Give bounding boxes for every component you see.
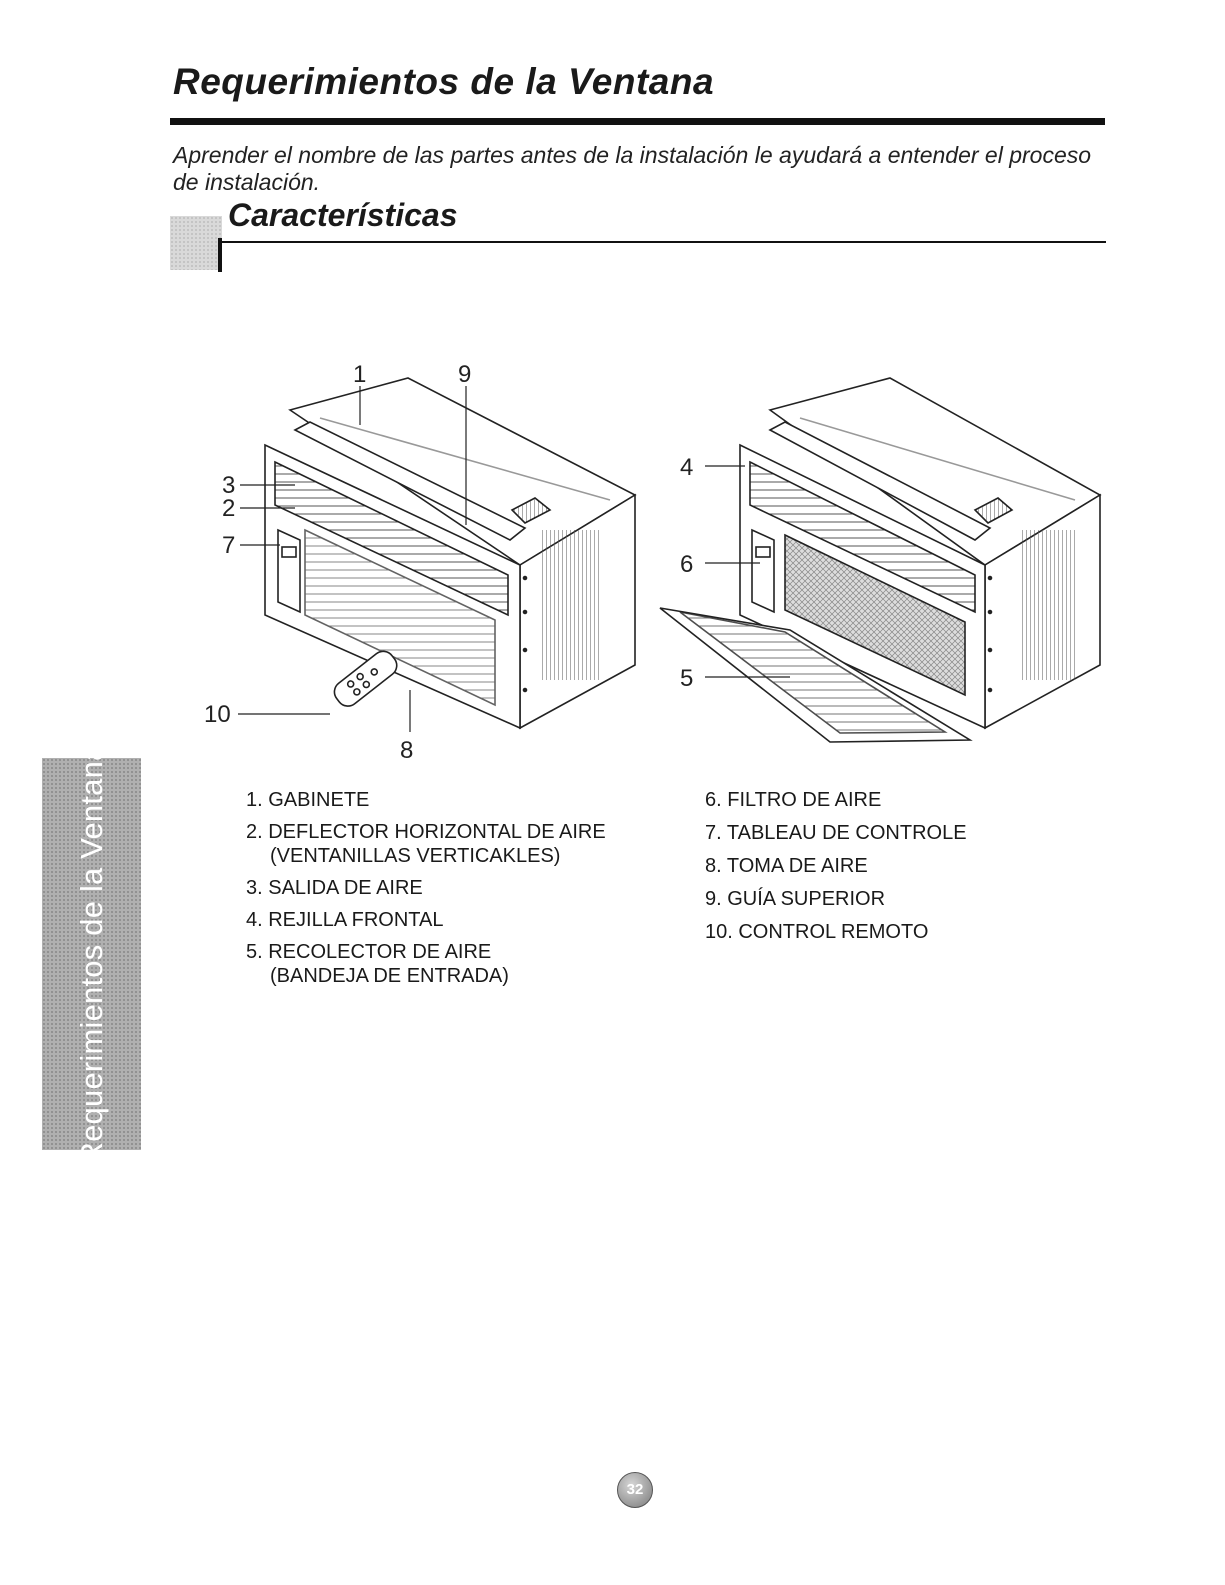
list-item: 8. TOMA DE AIRE	[705, 854, 1085, 878]
list-item: 5. RECOLECTOR DE AIRE(BANDEJA DE ENTRADA…	[246, 940, 676, 988]
part-sublabel: (VENTANILLAS VERTICAKLES)	[270, 845, 561, 867]
leader-lines	[238, 386, 790, 732]
list-item: 3. SALIDA DE AIRE	[246, 876, 676, 900]
callout-1: 1	[353, 361, 366, 388]
list-item: 6. FILTRO DE AIRE	[705, 788, 1085, 812]
part-label: 5. RECOLECTOR DE AIRE	[246, 941, 492, 963]
callout-4: 4	[680, 454, 693, 481]
intro-text: Aprender el nombre de las partes antes d…	[173, 142, 1092, 195]
list-item: 9. GUÍA SUPERIOR	[705, 887, 1085, 911]
list-item: 4. REJILLA FRONTAL	[246, 908, 676, 932]
part-label: 8. TOMA DE AIRE	[705, 855, 868, 877]
callout-10: 10	[204, 701, 231, 728]
section-rule	[218, 241, 1106, 243]
parts-list-right: 6. FILTRO DE AIRE 7. TABLEAU DE CONTROLE…	[705, 788, 1085, 953]
air-conditioner-diagram: 1 9 3 2 7 10 8 4 6 5	[204, 361, 1102, 764]
list-item: 1. GABINETE	[246, 788, 676, 812]
list-item: 2. DEFLECTOR HORIZONTAL DE AIRE(VENTANIL…	[246, 820, 676, 868]
section-marker	[170, 216, 222, 270]
list-item: 7. TABLEAU DE CONTROLE	[705, 821, 1085, 845]
part-label: 6. FILTRO DE AIRE	[705, 789, 882, 811]
part-sublabel: (BANDEJA DE ENTRADA)	[270, 965, 509, 987]
callout-9: 9	[458, 361, 471, 388]
callout-6: 6	[680, 551, 693, 578]
part-label: 2. DEFLECTOR HORIZONTAL DE AIRE	[246, 821, 606, 843]
page-title: Requerimientos de la Ventana	[173, 61, 715, 102]
callout-5: 5	[680, 665, 693, 692]
right-unit-drawing	[659, 377, 1102, 743]
part-label: 7. TABLEAU DE CONTROLE	[705, 822, 967, 844]
parts-list-left: 1. GABINETE 2. DEFLECTOR HORIZONTAL DE A…	[246, 788, 676, 996]
side-tab: Requerimientos de la Ventana	[42, 744, 141, 1164]
list-item: 10. CONTROL REMOTO	[705, 920, 1085, 944]
section-title: Características	[228, 197, 458, 233]
left-unit-drawing	[264, 377, 637, 730]
callout-2: 2	[222, 495, 235, 522]
callout-7: 7	[222, 532, 235, 559]
callout-3: 3	[222, 472, 235, 499]
part-label: 10. CONTROL REMOTO	[705, 921, 929, 943]
part-label: 1. GABINETE	[246, 789, 370, 811]
callout-8: 8	[400, 737, 413, 764]
section-marker-bar	[218, 238, 222, 272]
side-tab-label: Requerimientos de la Ventana	[73, 743, 109, 1165]
part-label: 9. GUÍA SUPERIOR	[705, 888, 886, 910]
page-number: 32	[617, 1472, 653, 1508]
title-rule	[170, 118, 1105, 125]
part-label: 3. SALIDA DE AIRE	[246, 877, 423, 899]
part-label: 4. REJILLA FRONTAL	[246, 909, 444, 931]
